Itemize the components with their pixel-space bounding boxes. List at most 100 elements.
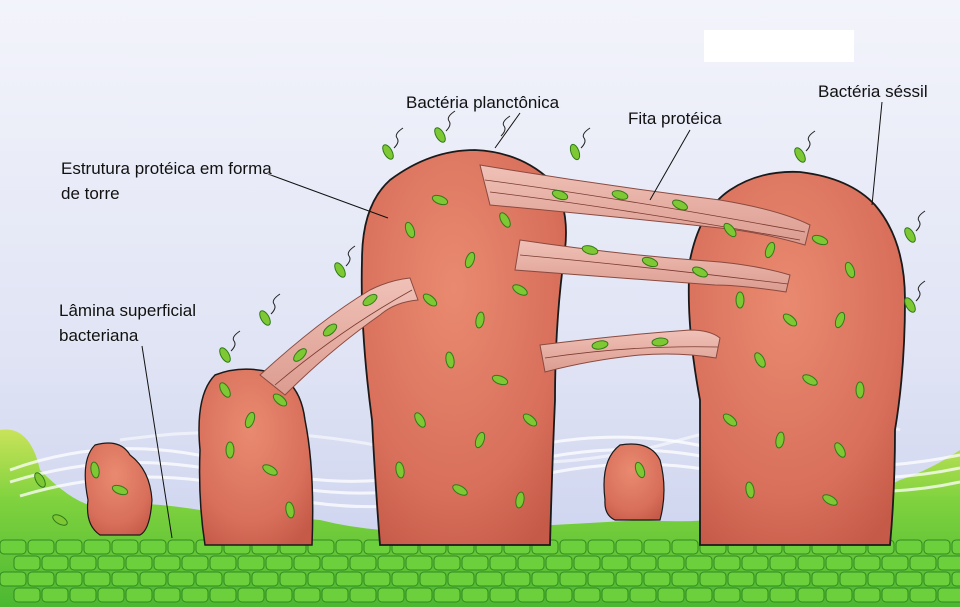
sheet-cell (182, 588, 208, 602)
label-planktonic-bacterium: Bactéria planctônica (406, 90, 559, 115)
sheet-cell (644, 540, 670, 554)
sheet-cell (546, 556, 572, 570)
sheet-cell (770, 556, 796, 570)
sheet-cell (28, 540, 54, 554)
sheet-cell (504, 572, 530, 586)
sheet-cell (952, 540, 960, 554)
sheet-cell (434, 556, 460, 570)
sheet-cell (616, 572, 642, 586)
sheet-cell (910, 556, 936, 570)
sheet-cell (588, 540, 614, 554)
rod-bacterium-icon (856, 382, 864, 398)
sheet-cell (490, 556, 516, 570)
sheet-cell (854, 556, 880, 570)
sheet-cell (28, 572, 54, 586)
sheet-cell (294, 556, 320, 570)
sheet-cell (406, 556, 432, 570)
label-bacterial-sheet: Lâmina superficial bacteriana (59, 298, 196, 348)
sheet-cell (658, 588, 684, 602)
sheet-cell (952, 572, 960, 586)
sheet-cell (0, 572, 26, 586)
sheet-cell (518, 556, 544, 570)
sheet-cell (42, 588, 68, 602)
sheet-cell (728, 572, 754, 586)
sheet-cell (700, 572, 726, 586)
sheet-cell (910, 588, 936, 602)
sheet-cell (84, 540, 110, 554)
sheet-cell (490, 588, 516, 602)
sheet-cell (560, 540, 586, 554)
sheet-cell (238, 556, 264, 570)
sheet-cell (56, 572, 82, 586)
sheet-cell (518, 588, 544, 602)
sheet-cell (154, 556, 180, 570)
small-tower-middle (604, 444, 664, 520)
sheet-cell (294, 588, 320, 602)
sheet-cell (742, 556, 768, 570)
sheet-cell (826, 588, 852, 602)
sheet-cell (742, 588, 768, 602)
sheet-cell (896, 540, 922, 554)
sheet-cell (140, 572, 166, 586)
sheet-cell (616, 540, 642, 554)
sheet-cell (14, 588, 40, 602)
sheet-cell (644, 572, 670, 586)
sheet-cell (532, 572, 558, 586)
tower-left (199, 369, 313, 545)
sheet-cell (630, 588, 656, 602)
sheet-cell (546, 588, 572, 602)
sheet-cell (224, 572, 250, 586)
sheet-cell (938, 556, 960, 570)
sheet-cell (476, 572, 502, 586)
sheet-cell (686, 556, 712, 570)
sheet-cell (882, 556, 908, 570)
sheet-cell (770, 588, 796, 602)
sheet-cell (938, 588, 960, 602)
sheet-cell (336, 540, 362, 554)
sheet-cell (672, 540, 698, 554)
sheet-cell (98, 556, 124, 570)
sheet-cell (406, 588, 432, 602)
sheet-cell (574, 588, 600, 602)
sheet-cell (238, 588, 264, 602)
label-sessile-bacterium: Bactéria séssil (818, 79, 928, 104)
sheet-cell (630, 556, 656, 570)
sheet-cell (826, 556, 852, 570)
sheet-cell (182, 556, 208, 570)
sheet-cell (308, 572, 334, 586)
sheet-cell (196, 572, 222, 586)
sheet-cell (266, 588, 292, 602)
sheet-cell (280, 572, 306, 586)
rod-bacterium-icon (226, 442, 234, 458)
sheet-cell (14, 556, 40, 570)
sheet-cell (70, 588, 96, 602)
sheet-cell (336, 572, 362, 586)
sheet-cell (210, 588, 236, 602)
sheet-cell (98, 588, 124, 602)
sheet-cell (112, 540, 138, 554)
sheet-cell (140, 540, 166, 554)
sheet-cell (798, 556, 824, 570)
sheet-cell (672, 572, 698, 586)
sheet-cell (854, 588, 880, 602)
sheet-cell (168, 572, 194, 586)
sheet-cell (112, 572, 138, 586)
sheet-cell (574, 556, 600, 570)
sheet-cell (798, 588, 824, 602)
sheet-cell (434, 588, 460, 602)
sheet-cell (602, 556, 628, 570)
sheet-cell (266, 556, 292, 570)
blank-patch (704, 30, 854, 62)
sheet-cell (350, 556, 376, 570)
sheet-cell (588, 572, 614, 586)
sheet-cell (322, 588, 348, 602)
sheet-cell (560, 572, 586, 586)
sheet-cell (0, 540, 26, 554)
sheet-cell (56, 540, 82, 554)
label-protein-ribbon: Fita protéica (628, 106, 722, 131)
sheet-cell (252, 572, 278, 586)
sheet-cell (378, 556, 404, 570)
sheet-cell (420, 572, 446, 586)
sheet-cell (350, 588, 376, 602)
